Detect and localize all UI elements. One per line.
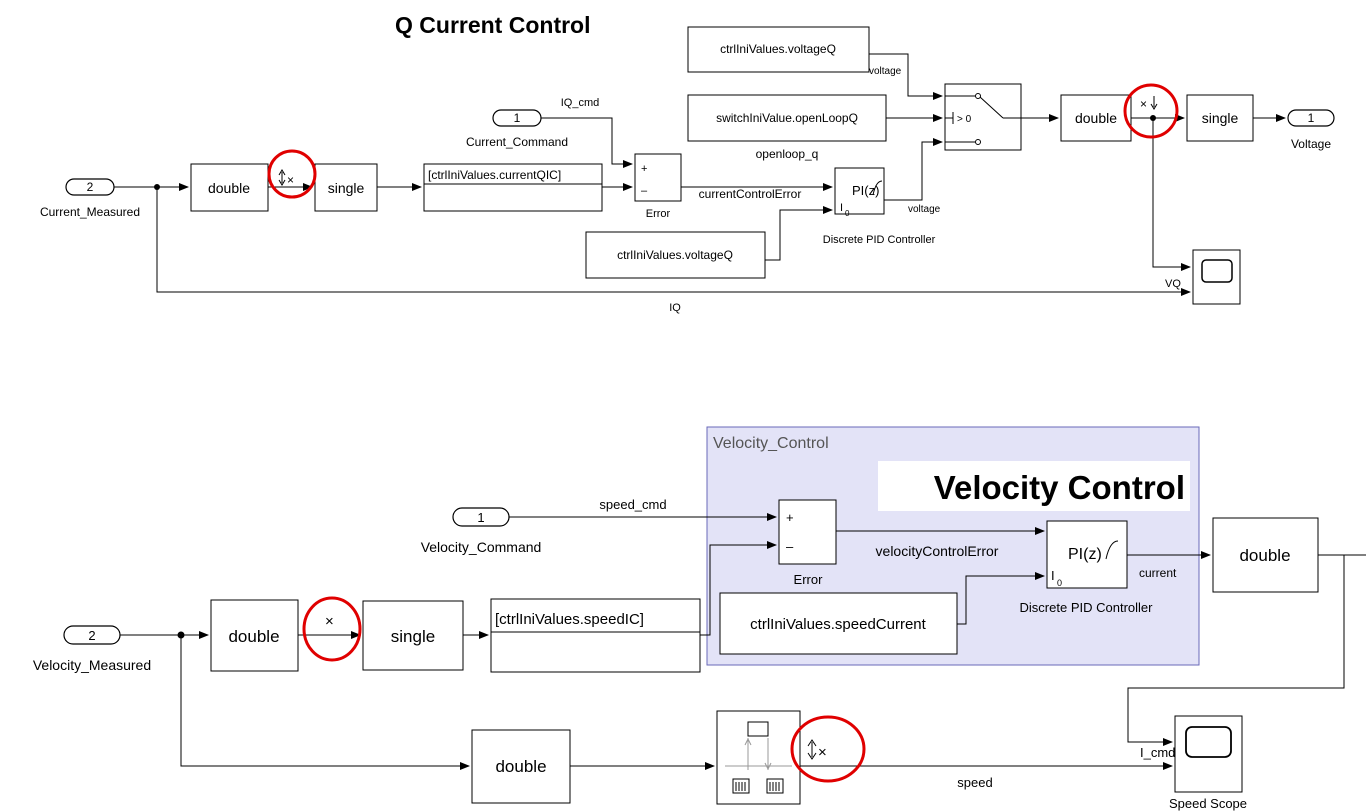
- q-error-label: Error: [646, 208, 671, 220]
- q-double-convert-block-2[interactable]: double: [1060, 94, 1132, 142]
- v-single-convert-label: single: [391, 627, 435, 646]
- q-pid-controller-block[interactable]: PI(z) I 0: [834, 167, 885, 218]
- v-pid-sub: I: [1051, 568, 1055, 583]
- v-pid-name: Discrete PID Controller: [1020, 600, 1154, 615]
- velocity-command-label: Velocity_Command: [421, 539, 542, 555]
- q-ic-label: [ctrlIniValues.currentQIC]: [428, 168, 561, 182]
- vq-signal-label: VQ: [1165, 278, 1181, 290]
- q-switch-block[interactable]: > 0: [944, 83, 1022, 151]
- v-double-lower-label: double: [495, 757, 546, 776]
- speed-signal-label: speed: [957, 775, 992, 790]
- q-single-convert-label: single: [328, 180, 365, 196]
- velocity-control-error-signal: velocityControlError: [876, 543, 999, 559]
- velocity-control-title: Velocity Control: [934, 469, 1185, 506]
- q-initial-condition-block[interactable]: [ctrlIniValues.currentQIC]: [423, 163, 603, 212]
- q-datatype-marker-1: ×: [278, 169, 294, 187]
- q-scope-block[interactable]: [1192, 249, 1241, 305]
- v-single-convert-block[interactable]: single: [362, 600, 464, 671]
- q-voltage-const-top[interactable]: ctrlIniValues.voltageQ: [687, 26, 870, 73]
- q-voltage-const-lower[interactable]: ctrlIniValues.voltageQ: [585, 231, 766, 279]
- q-sum-plus: +: [641, 163, 647, 175]
- q-pid-label: PI(z): [852, 183, 879, 198]
- q-single-convert-block[interactable]: single: [314, 163, 378, 212]
- voltage-label: Voltage: [1291, 137, 1331, 151]
- v-pid-controller-block[interactable]: PI(z) I 0: [1046, 520, 1128, 589]
- v-initial-condition-block[interactable]: [ctrlIniValues.speedIC]: [490, 598, 701, 673]
- current-command-inport[interactable]: 1: [492, 109, 542, 127]
- highlight-circle-v2: [790, 715, 866, 783]
- v-ic-label: [ctrlIniValues.speedIC]: [495, 611, 644, 628]
- q-marker-x-2: ×: [1140, 97, 1147, 111]
- q-sum-minus: –: [641, 185, 648, 197]
- q-current-control-title: Q Current Control: [395, 12, 591, 38]
- highlight-circle-v1: [302, 596, 362, 662]
- current-measured-port-number: 2: [87, 180, 94, 194]
- q-voltage-const-lower-label: ctrlIniValues.voltageQ: [617, 248, 733, 262]
- current-command-port-number: 1: [514, 111, 521, 125]
- q-pid-name: Discrete PID Controller: [823, 234, 936, 246]
- v-double-output-block[interactable]: double: [1212, 517, 1319, 593]
- highlight-circle-q1: [267, 149, 317, 199]
- q-pid-output-label: voltage: [908, 204, 941, 215]
- q-datatype-marker-2: ×: [1140, 96, 1158, 111]
- current-control-error-signal: currentControlError: [699, 187, 802, 201]
- v-error-label: Error: [794, 572, 824, 587]
- v-pid-label: PI(z): [1068, 546, 1102, 563]
- q-error-sum-block[interactable]: + –: [634, 153, 682, 202]
- v-double-convert-block[interactable]: double: [210, 599, 299, 672]
- q-double-convert-label: double: [208, 180, 250, 196]
- velocity-command-port-number: 1: [477, 510, 484, 525]
- speed-current-const-label: ctrlIniValues.speedCurrent: [750, 616, 926, 633]
- q-pid-sub0: 0: [845, 209, 850, 218]
- i-cmd-signal-label: I_cmd: [1140, 745, 1175, 760]
- speed-scope-label: Speed Scope: [1169, 796, 1247, 811]
- v-sum-minus: –: [786, 539, 794, 554]
- highlight-circle-q2: [1123, 83, 1179, 139]
- q-single-convert-label-2: single: [1202, 110, 1239, 126]
- velocity-subsystem-label: Velocity_Control: [713, 435, 829, 452]
- current-measured-label: Current_Measured: [40, 205, 140, 219]
- current-signal-label: current: [1139, 566, 1177, 580]
- iq-signal-label: IQ: [669, 302, 681, 314]
- voltage-port-number: 1: [1308, 111, 1315, 125]
- speed-current-const-block[interactable]: ctrlIniValues.speedCurrent: [719, 592, 958, 655]
- velocity-command-inport[interactable]: 1: [452, 507, 510, 527]
- switch-openloop-const-label: switchIniValue.openLoopQ: [716, 111, 858, 125]
- v-error-sum-block[interactable]: + –: [778, 499, 837, 565]
- v-datatype-marker-2: ×: [807, 739, 827, 761]
- openloop-q-label: openloop_q: [756, 147, 819, 161]
- v-double-lower-block[interactable]: double: [471, 729, 571, 804]
- v-marker-x-1: ×: [325, 613, 334, 630]
- velocity-measured-label: Velocity_Measured: [33, 657, 151, 673]
- q-single-convert-block-2[interactable]: single: [1186, 94, 1254, 142]
- q-voltage-top-signal: voltage: [869, 66, 902, 77]
- voltage-outport[interactable]: 1: [1287, 109, 1335, 127]
- q-voltage-const-top-label: ctrlIniValues.voltageQ: [720, 42, 836, 56]
- v-double-convert-label: double: [228, 627, 279, 646]
- q-pid-sub: I: [840, 202, 843, 214]
- rate-transition-block[interactable]: [716, 710, 801, 805]
- q-marker-x-1: ×: [287, 173, 294, 187]
- v-marker-x-2: ×: [818, 744, 827, 761]
- iq-cmd-signal-label: IQ_cmd: [561, 97, 600, 109]
- speed-scope-block[interactable]: [1174, 715, 1243, 793]
- current-command-label: Current_Command: [466, 135, 568, 149]
- velocity-measured-inport[interactable]: 2: [63, 625, 121, 645]
- velocity-measured-port-number: 2: [88, 628, 95, 643]
- v-sum-plus: +: [786, 510, 794, 525]
- v-pid-sub0: 0: [1057, 578, 1062, 588]
- q-double-convert-label-2: double: [1075, 110, 1117, 126]
- current-measured-inport[interactable]: 2: [65, 178, 115, 196]
- q-switch-condition: > 0: [957, 114, 972, 125]
- speed-cmd-signal-label: speed_cmd: [599, 497, 666, 512]
- switch-openloop-const[interactable]: switchIniValue.openLoopQ: [687, 94, 887, 142]
- v-double-output-label: double: [1239, 546, 1290, 565]
- q-double-convert-block[interactable]: double: [190, 163, 269, 212]
